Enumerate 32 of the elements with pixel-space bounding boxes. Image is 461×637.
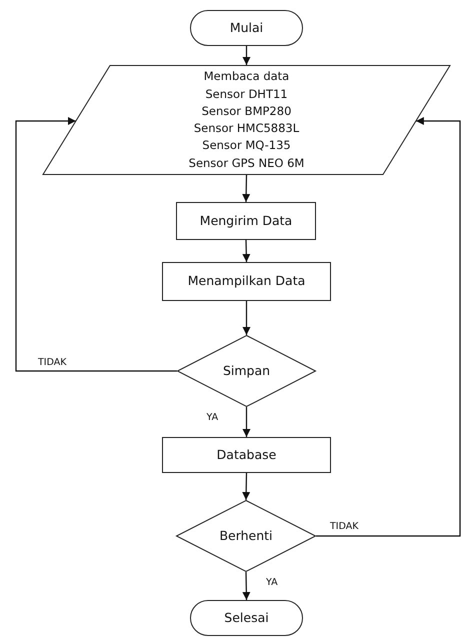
node-label: Sensor GPS NEO 6M <box>188 154 306 172</box>
decision-diamond <box>177 335 316 407</box>
edge-label: YA <box>206 413 218 422</box>
arrow <box>242 174 250 202</box>
process-box <box>176 202 316 240</box>
arrow <box>242 46 250 65</box>
node-label: Sensor MQ-135 <box>201 137 292 154</box>
node-label: Selesai <box>223 610 270 626</box>
node-label: Mengirim Data <box>198 212 294 230</box>
arrow <box>242 572 250 600</box>
edge-label: TIDAK <box>330 522 358 532</box>
arrow <box>242 472 250 500</box>
node-label: Mulai <box>228 20 264 36</box>
node-label: Database <box>216 446 278 464</box>
edge-label: TIDAK <box>38 358 66 368</box>
arrow <box>242 407 250 437</box>
node-label: Sensor BMP280 <box>200 102 292 120</box>
arrow <box>15 117 177 372</box>
arrow <box>242 240 250 262</box>
edge-label: YA <box>266 578 278 588</box>
node-label: Sensor DHT11 <box>204 86 289 102</box>
process-box <box>162 437 331 473</box>
node-label: Sensor HMC5883L <box>192 120 300 137</box>
process-box <box>162 262 331 301</box>
arrow <box>316 117 461 537</box>
arrow <box>242 301 250 335</box>
data-parallelogram <box>43 65 450 175</box>
node-label: Menampilkan Data <box>186 273 306 290</box>
node-label: Simpan <box>222 362 272 380</box>
node-label: Berhenti <box>218 528 274 544</box>
node-label: Membaca data <box>202 68 290 86</box>
decision-diamond <box>176 500 316 572</box>
